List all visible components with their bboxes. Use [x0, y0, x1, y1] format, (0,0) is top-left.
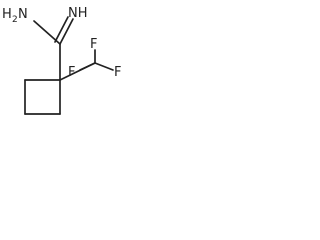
- imine-label: NH: [68, 6, 88, 21]
- amine-h-count-label: 2: [12, 15, 18, 25]
- fluorine-right-label: F: [114, 65, 121, 80]
- bond-c-f-right: [94, 62, 114, 71]
- bond-c-nh-double-b: [54, 16, 69, 43]
- fluorine-left-label: F: [68, 65, 75, 80]
- bond-c-nh-double-a: [59, 18, 74, 45]
- bond-c-f-left: [79, 62, 96, 71]
- fluorine-top-label: F: [90, 37, 97, 52]
- chemical-structure-diagram: H 2 N NH F F F: [2, 6, 121, 115]
- amine-h-label: H: [2, 7, 12, 22]
- amine-n-label: N: [18, 7, 28, 22]
